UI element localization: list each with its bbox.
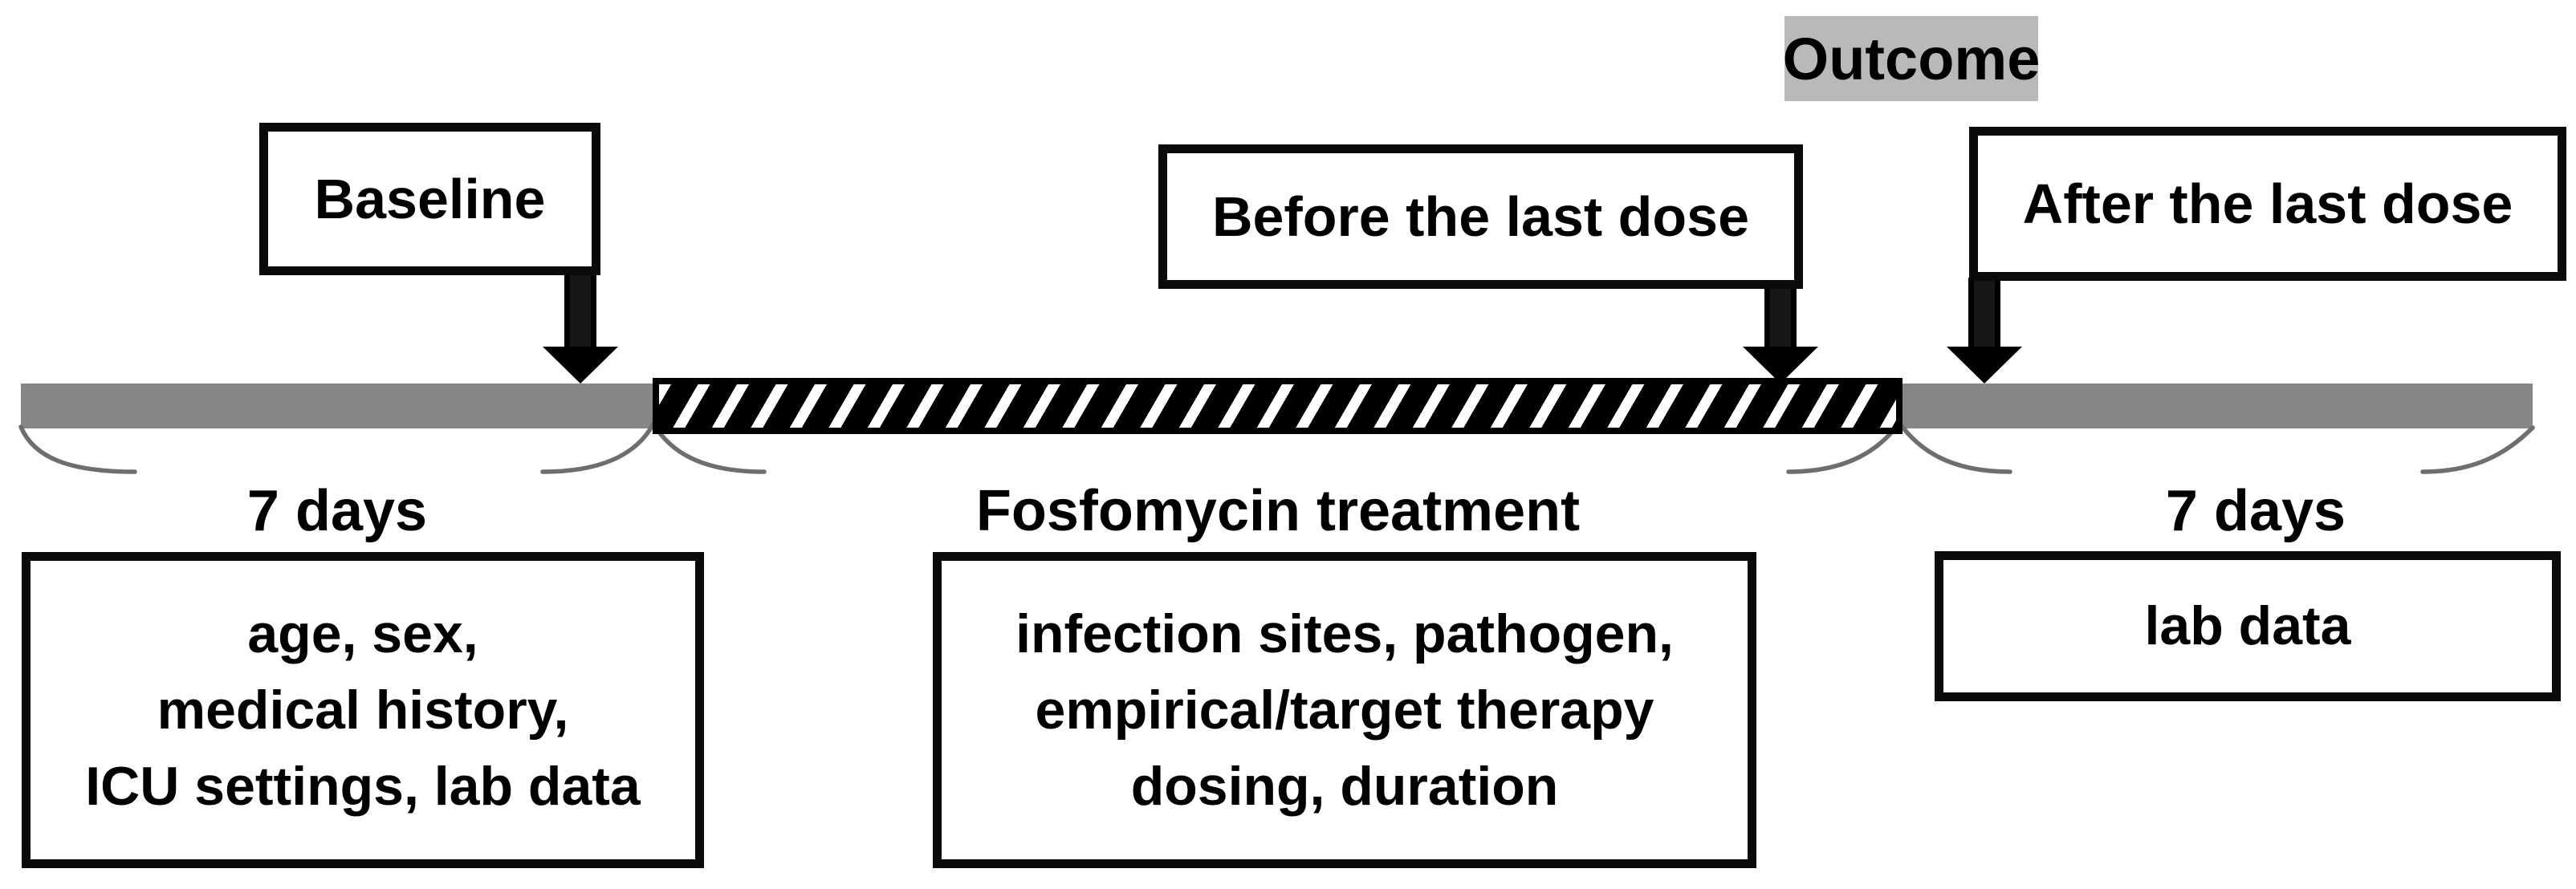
baseline-data-line: ICU settings, lab data [85, 755, 641, 817]
after-last-dose-timepoint-label: After the last dose [2022, 173, 2513, 235]
treatment-segment-hatched-bar [653, 378, 1902, 434]
outcome-data-box: lab data [1935, 551, 2561, 701]
treatment-data-line: infection sites, pathogen, [1015, 603, 1674, 664]
arrow-shaft [1968, 278, 2000, 347]
treatment-data-line: dosing, duration [1130, 755, 1559, 817]
baseline-arrow-down-icon [543, 271, 618, 384]
baseline-data-line: age, sex, [247, 603, 478, 664]
arrow-head [1743, 347, 1818, 384]
before-last-dose-timepoint-label: Before the last dose [1211, 185, 1750, 248]
arrow-head [543, 347, 618, 384]
brace-seg1-right [540, 421, 656, 474]
segment-label-pre-7-days: 7 days [246, 479, 428, 543]
arrow-shaft [1764, 286, 1797, 347]
segment-label-fosfomycin-treatment: Fosfomycin treatment [975, 479, 1581, 543]
before-last-dose-timepoint-box: Before the last dose [1158, 144, 1803, 289]
baseline-timepoint-label: Baseline [314, 168, 546, 230]
baseline-data-box: age, sex, medical history, ICU settings,… [22, 552, 704, 868]
brace-seg3-right [2420, 425, 2535, 474]
outcome-label-text: Outcome [1782, 25, 2041, 92]
baseline-data-line: medical history, [157, 679, 569, 741]
outcome-data-line: lab data [2144, 595, 2351, 656]
brace-seg1-left [18, 424, 137, 474]
treatment-data-line: empirical/target therapy [1035, 679, 1654, 741]
arrow-shaft [564, 271, 596, 347]
after-last-dose-arrow-down-icon [1947, 278, 2022, 384]
baseline-timepoint-box: Baseline [259, 123, 600, 275]
brace-seg3-left [1897, 420, 2012, 474]
outcome-label: Outcome [1782, 16, 2041, 101]
segment-label-post-7-days: 7 days [2165, 479, 2346, 543]
arrow-head [1947, 347, 2022, 384]
after-last-dose-timepoint-box: After the last dose [1969, 127, 2566, 281]
before-last-dose-arrow-down-icon [1743, 286, 1818, 384]
treatment-data-box: infection sites, pathogen, empirical/tar… [933, 552, 1756, 868]
